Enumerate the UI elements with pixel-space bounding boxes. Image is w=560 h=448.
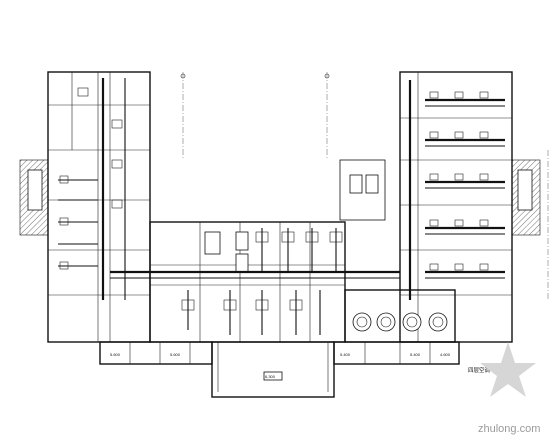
room-tag: 5.600: [170, 352, 181, 357]
entrance-canopy: [211, 341, 335, 398]
mechanical-room: [339, 159, 456, 343]
watermark: zhulong.com: [478, 342, 540, 435]
drawing-labels: 6,300 5.600 5.600 5.400 5.400 4.600 四层空调…: [110, 352, 507, 379]
grid-axes: [180, 72, 549, 300]
bottom-strip: [99, 341, 460, 365]
room-tag: 5.400: [340, 352, 351, 357]
room-tag: 4.600: [440, 352, 451, 357]
right-wing: [399, 71, 513, 343]
watermark-text: zhulong.com: [478, 423, 540, 435]
room-tag: 5.600: [110, 352, 121, 357]
right-stair-hatch: [511, 159, 541, 236]
dimension-label: 6,300: [265, 374, 276, 379]
zhulong-star-logo-icon: [480, 342, 536, 397]
room-tag: 5.400: [410, 352, 421, 357]
drawing-title: 四层空调平面图: [468, 366, 507, 374]
left-wing: [47, 71, 151, 343]
left-stair-hatch: [19, 159, 49, 236]
